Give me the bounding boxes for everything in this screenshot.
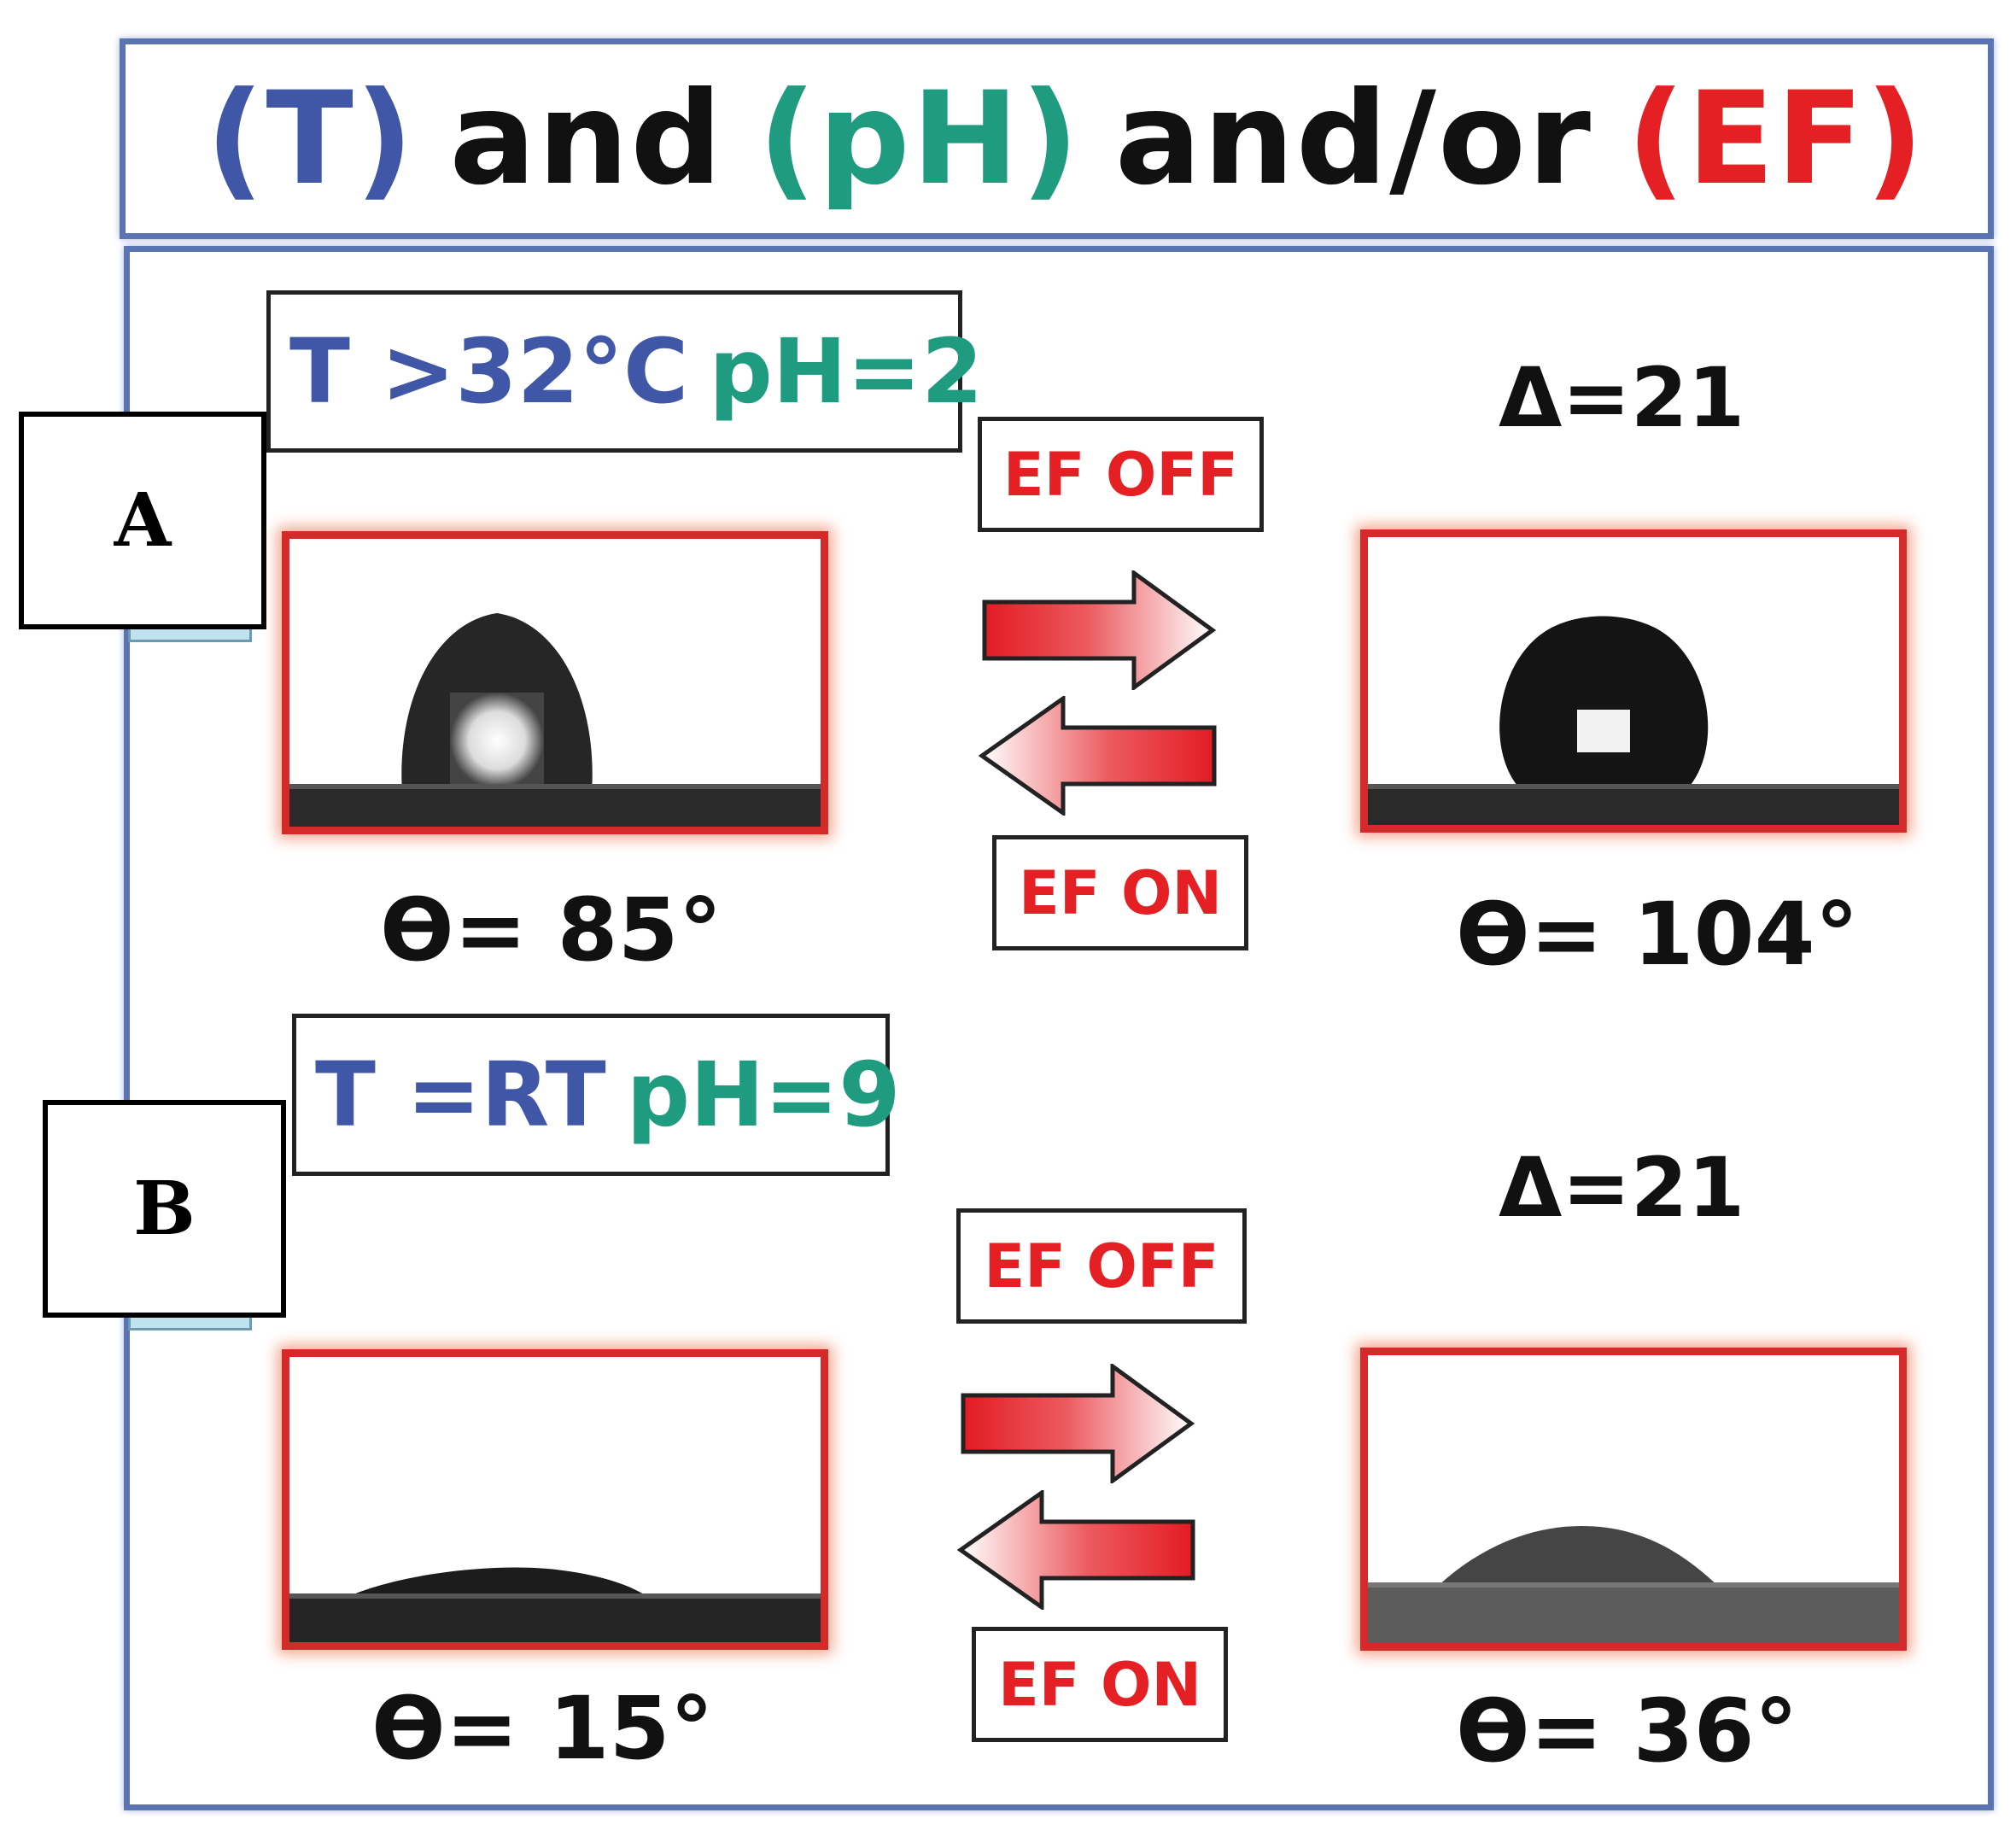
title-and: and [449,64,724,213]
panel-a-condition: T >32°C pH=2 [266,290,983,453]
diagram-title: (T) and (pH) and/or (EF) [120,38,1994,239]
header-frame [120,38,1994,239]
panel-a-angle-off: ϴ= 85° [380,880,722,981]
panel-b-temperature: T =RT [315,1043,606,1147]
panel-b-label: B [43,1100,286,1318]
title-and-or: and/or [1114,64,1592,213]
panel-b-angle-on: ϴ= 36° [1456,1681,1798,1782]
panel-a-droplet-image-off [282,531,828,834]
panel-a-ph: pH=2 [709,319,984,424]
title-electric-field: (EF) [1626,64,1925,213]
panel-a-delta: Δ=21 [1499,350,1745,446]
panel-a-droplet-image-on [1360,529,1907,833]
panel-b-arrow-left [956,1490,1195,1610]
panel-b-angle-off: ϴ= 15° [371,1678,714,1780]
panel-a-arrow-left [978,696,1217,816]
title-ph: (pH) [757,64,1081,213]
panel-b-arrow-right [961,1364,1195,1483]
panel-a-angle-on: ϴ= 104° [1456,884,1859,985]
panel-a-temperature: T >32°C [289,319,689,424]
panel-b-ph: pH=9 [626,1043,901,1147]
panel-b-droplet-image-on [1360,1348,1907,1651]
panel-a-label: A [19,412,266,629]
panel-b-droplet-image-off [282,1349,828,1650]
panel-a-arrow-right [982,570,1217,690]
panel-b-ef-off: EF OFF [956,1208,1247,1324]
panel-a-ef-on: EF ON [992,835,1248,950]
title-temperature: (T) [205,64,416,213]
panel-b-ef-on: EF ON [972,1627,1228,1742]
panel-b-delta: Δ=21 [1499,1140,1745,1236]
panel-a-ef-off: EF OFF [978,417,1264,532]
panel-b-condition: T =RT pH=9 [292,1014,901,1176]
